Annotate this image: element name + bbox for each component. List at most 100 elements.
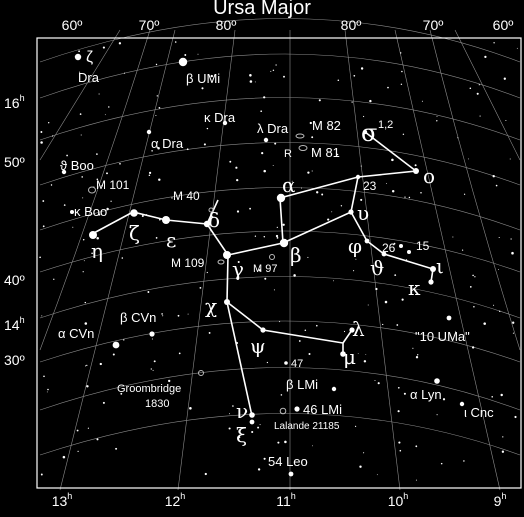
faint-star xyxy=(357,352,359,354)
faint-star xyxy=(151,338,153,340)
star-omicron-uma xyxy=(413,168,419,174)
star-lambda-uma xyxy=(349,327,355,333)
faint-star xyxy=(498,268,500,270)
faint-star xyxy=(493,42,495,44)
star-eta-uma xyxy=(89,231,97,239)
top-dec-ticks: 60º 70º 80º 80º 70º 60º xyxy=(62,17,514,33)
label-epsilon: ε xyxy=(166,228,176,252)
faint-star xyxy=(254,235,257,237)
faint-star xyxy=(72,226,74,228)
faint-star xyxy=(148,174,151,177)
label-xi: ξ xyxy=(236,423,247,447)
faint-star xyxy=(47,388,49,391)
faint-star xyxy=(333,280,335,282)
faint-star xyxy=(174,41,177,43)
label-alpha-cvn: α CVn xyxy=(58,326,94,341)
faint-star xyxy=(62,455,66,459)
faint-star xyxy=(82,238,85,241)
label-m109: M 109 xyxy=(171,256,205,270)
faint-star xyxy=(209,219,212,222)
faint-star xyxy=(304,329,307,332)
faint-star xyxy=(393,242,396,245)
faint-star xyxy=(472,274,474,277)
faint-star xyxy=(162,315,164,317)
faint-star xyxy=(81,176,83,178)
star-beta-cvn xyxy=(149,331,155,337)
faint-star xyxy=(307,256,309,258)
background-stars xyxy=(39,41,518,481)
label-theta: ϑ xyxy=(370,256,384,280)
star-zeta-dra xyxy=(74,53,82,61)
label-delta: δ xyxy=(208,208,220,232)
faint-star xyxy=(178,352,181,355)
faint-star xyxy=(270,70,272,72)
faint-star xyxy=(86,364,88,367)
faint-star xyxy=(263,96,266,99)
faint-star xyxy=(276,237,279,239)
faint-star xyxy=(343,330,346,333)
faint-star xyxy=(382,323,384,326)
faint-star xyxy=(467,158,469,160)
star-gamma-uma xyxy=(223,251,231,259)
faint-star xyxy=(121,257,124,259)
dec-tick: 70º xyxy=(423,17,444,33)
faint-star xyxy=(511,251,514,255)
label-psi: ψ xyxy=(250,334,266,358)
faint-star xyxy=(469,286,472,288)
faint-star xyxy=(340,205,343,207)
faint-star xyxy=(161,313,163,315)
star-beta-uma xyxy=(279,238,289,248)
faint-star xyxy=(101,184,103,187)
left-tick: 30º xyxy=(4,352,25,368)
faint-star xyxy=(96,153,98,155)
label-54-leo: 54 Leo xyxy=(268,454,308,469)
label-iota-cnc: ι Cnc xyxy=(464,405,494,420)
faint-star xyxy=(208,331,211,334)
galaxy-m109-icon xyxy=(217,259,225,265)
map-title: Ursa Major xyxy=(213,0,311,19)
faint-star xyxy=(499,310,501,312)
faint-star xyxy=(108,106,110,108)
faint-star xyxy=(53,278,55,280)
label-alpha-dra: α Dra xyxy=(151,136,184,151)
label-omicron: ο xyxy=(423,164,435,188)
faint-star xyxy=(96,237,99,240)
nebula-m97-icon xyxy=(269,254,275,260)
double-star-m40-icon xyxy=(208,207,214,213)
label-beta-lmi: β LMi xyxy=(286,377,318,392)
label-alpha-lyn: α Lyn xyxy=(410,387,442,402)
faint-star xyxy=(48,122,50,124)
star-alpha-cvn xyxy=(112,341,120,349)
faint-star xyxy=(40,473,43,476)
faint-star xyxy=(189,407,192,410)
faint-star xyxy=(98,93,100,95)
star-nu-uma xyxy=(249,412,255,418)
ra-tick: 9h xyxy=(494,491,507,509)
faint-star xyxy=(386,182,387,184)
faint-star xyxy=(454,330,456,332)
faint-star xyxy=(500,393,503,397)
faint-star xyxy=(249,207,251,210)
faint-star xyxy=(415,479,417,481)
faint-star xyxy=(275,234,279,238)
star-alpha-lyn xyxy=(434,378,440,384)
faint-star xyxy=(102,46,105,49)
faint-star xyxy=(41,315,43,317)
faint-star xyxy=(391,190,395,193)
faint-star xyxy=(307,171,310,174)
faint-star xyxy=(123,339,125,341)
faint-star xyxy=(280,394,283,396)
faint-star xyxy=(96,178,99,181)
faint-star xyxy=(80,134,82,136)
faint-star xyxy=(391,158,394,162)
star-groombridge-1830-icon xyxy=(198,370,204,376)
faint-star xyxy=(264,277,267,280)
label-sigma-suffix: 1,2 xyxy=(378,119,393,131)
faint-star xyxy=(263,457,266,460)
label-gamma: γ xyxy=(232,257,244,281)
faint-star xyxy=(403,392,406,395)
faint-star xyxy=(258,269,262,272)
faint-star xyxy=(401,298,404,301)
label-r: R xyxy=(284,148,292,160)
faint-star xyxy=(503,77,506,80)
